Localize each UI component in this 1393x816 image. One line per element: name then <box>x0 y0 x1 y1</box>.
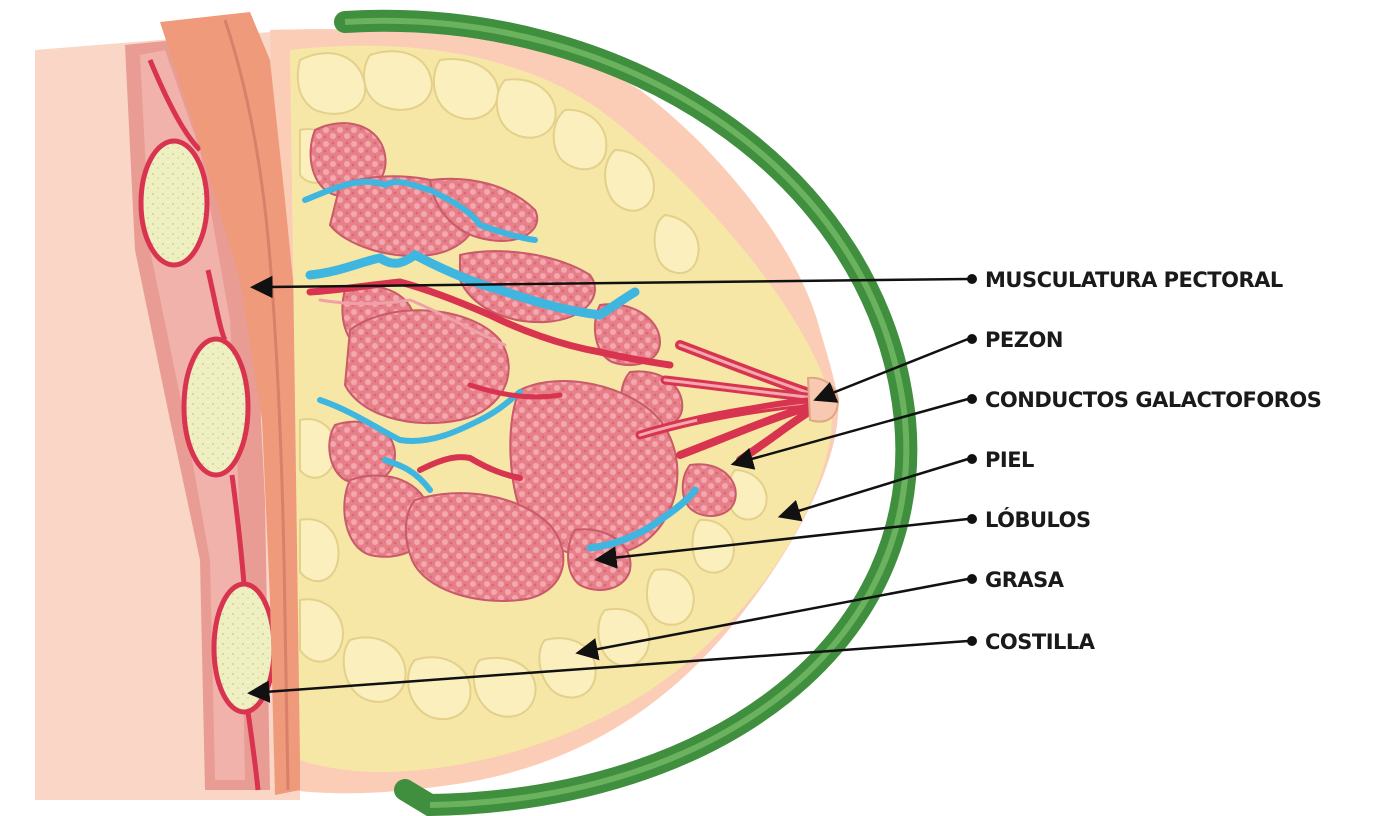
label-grasa: GRASA <box>985 568 1065 592</box>
rib-3 <box>214 584 274 712</box>
label-costilla: COSTILLA <box>985 630 1096 654</box>
label-lobulos: LÓBULOS <box>985 507 1091 532</box>
label-piel: PIEL <box>985 448 1034 472</box>
label-bullets <box>967 274 977 646</box>
rib-1 <box>141 141 207 265</box>
label-conductos-galactoforos: CONDUCTOS GALACTOFOROS <box>985 388 1321 412</box>
label-musculatura-pectoral: MUSCULATURA PECTORAL <box>985 268 1283 292</box>
rib-2 <box>184 339 248 475</box>
label-pezon: PEZON <box>985 328 1063 352</box>
